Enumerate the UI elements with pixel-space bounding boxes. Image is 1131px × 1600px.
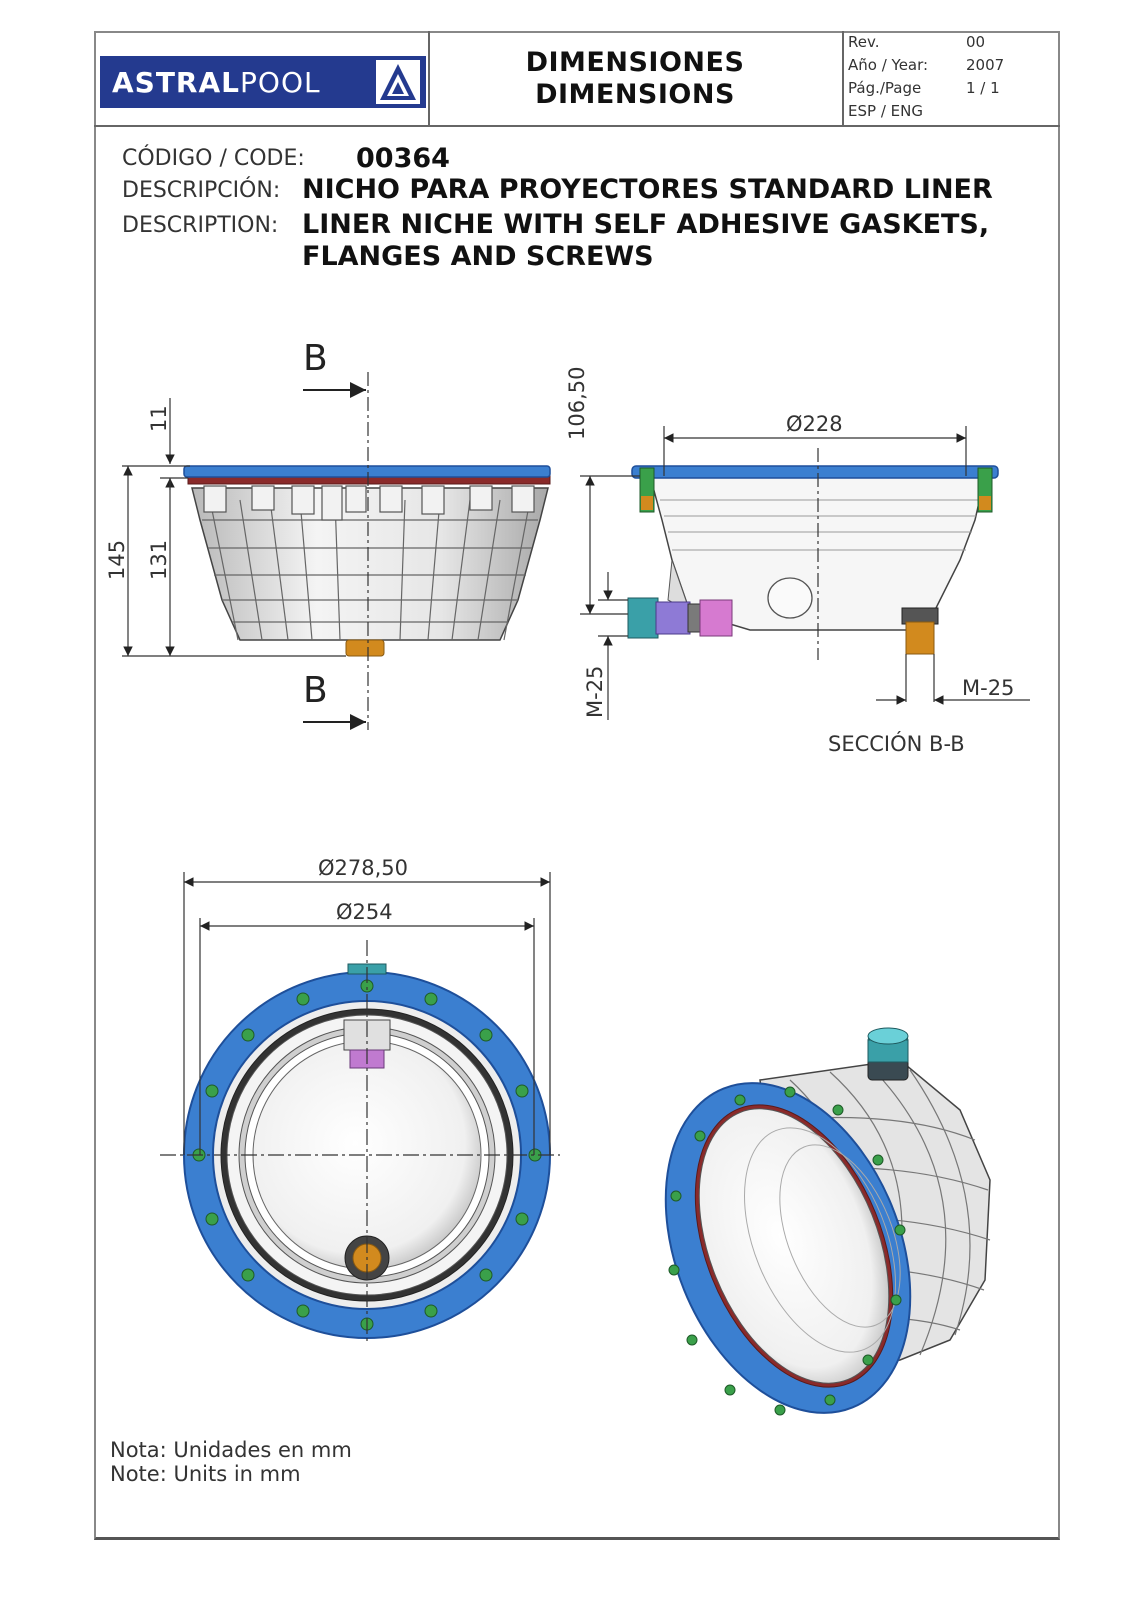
description-es-label: DESCRIPCIÓN: <box>122 178 281 203</box>
title-spanish: DIMENSIONES <box>525 47 745 78</box>
dim-diameter-228: Ø228 <box>786 412 843 436</box>
revision-cell: Rev. 00 Año / Year: 2007 Pág./Page 1 / 1… <box>842 31 1060 125</box>
title-cell: DIMENSIONES DIMENSIONS <box>428 31 844 125</box>
meta-year-value: 2007 <box>966 56 1005 74</box>
logo-cell: ASTRALPOOL <box>94 31 430 125</box>
code-label: CÓDIGO / CODE: <box>122 146 305 171</box>
face-view: Ø278,50 Ø254 <box>160 856 560 1345</box>
isometric-view <box>664 1027 991 1416</box>
logo-text: ASTRALPOOL <box>100 66 321 99</box>
section-bb-label: SECCIÓN B-B <box>828 731 965 756</box>
meta-page-value: 1 / 1 <box>966 79 1000 97</box>
astralpool-logo: ASTRALPOOL <box>100 56 426 108</box>
code-value: 00364 <box>356 143 450 174</box>
note-english: Note: Units in mm <box>110 1462 301 1486</box>
dim-m25-vertical: M-25 <box>583 666 607 718</box>
logo-text-bold: ASTRAL <box>112 65 241 99</box>
note-spanish: Nota: Unidades en mm <box>110 1438 352 1462</box>
description-en-value-line1: LINER NICHE WITH SELF ADHESIVE GASKETS, <box>302 209 990 240</box>
logo-mark-icon <box>376 60 420 104</box>
description-en-value-line2: FLANGES AND SCREWS <box>302 241 654 272</box>
meta-rev-label: Rev. <box>848 33 880 51</box>
dim-106-50: 106,50 <box>565 367 589 440</box>
drawing-sheet-frame <box>94 31 1060 1540</box>
meta-year-label: Año / Year: <box>848 56 929 74</box>
dim-diameter-278-50: Ø278,50 <box>318 856 408 880</box>
section-marker-bottom: B <box>303 670 328 711</box>
title-block: ASTRALPOOL DIMENSIONES DIMENSIONS Rev. 0… <box>94 31 1060 127</box>
meta-lang-label: ESP / ENG <box>848 102 923 120</box>
dim-diameter-254: Ø254 <box>336 900 393 924</box>
header-divider <box>94 125 1060 127</box>
description-es-value: NICHO PARA PROYECTORES STANDARD LINER <box>302 174 993 205</box>
logo-text-light: POOL <box>240 65 321 99</box>
description-en-label: DESCRIPTION: <box>122 213 279 238</box>
section-bb-view: Ø228 106,50 M-25 M-25 SECCIÓN B-B <box>565 367 1030 756</box>
dim-131: 131 <box>147 540 171 580</box>
meta-page-label: Pág./Page <box>848 79 922 97</box>
front-elevation-view: B B 11 145 131 <box>105 338 551 730</box>
meta-rev-value: 00 <box>966 33 986 51</box>
dim-m25-horizontal: M-25 <box>962 676 1014 700</box>
dim-11: 11 <box>147 405 171 432</box>
section-marker-top: B <box>303 338 328 379</box>
dim-145: 145 <box>105 540 129 580</box>
title-english: DIMENSIONS <box>535 79 735 110</box>
